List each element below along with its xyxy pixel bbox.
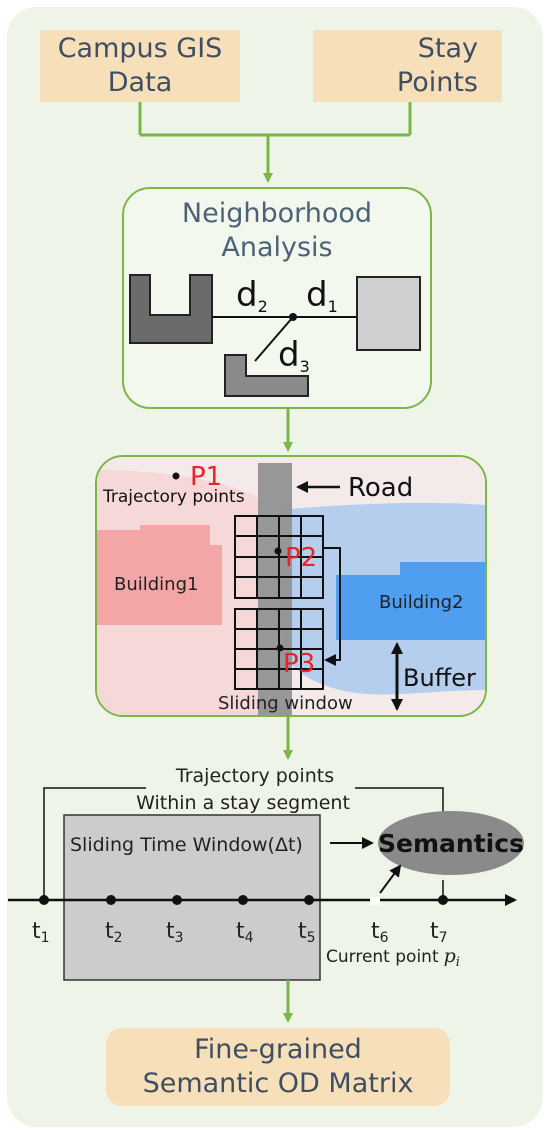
l-shaped-building (224, 354, 309, 397)
time-points (39, 895, 448, 905)
road-label: Road (348, 473, 413, 503)
campus-gis-line2: Data (107, 67, 173, 98)
output-od-matrix-box: Fine-grained Semantic OD Matrix (106, 1028, 450, 1106)
semantics-label: Semantics (378, 829, 524, 858)
d1-label: d1 (306, 275, 338, 316)
neighborhood-title-line1: Neighborhood (181, 198, 373, 229)
sliding-time-window-box (63, 814, 321, 981)
d2-label: d2 (236, 275, 268, 316)
tick-t3: t3 (166, 919, 184, 946)
p3-label: P3 (283, 649, 315, 679)
p2-label: P2 (285, 543, 317, 573)
sliding-window-grid-upper (234, 515, 324, 599)
neighborhood-title-line2: Analysis (221, 232, 333, 263)
campus-gis-line1: Campus GIS (57, 33, 223, 64)
tick-t7: t7 (430, 919, 448, 946)
map-illustration (97, 457, 485, 715)
building2-label: Building2 (379, 592, 463, 613)
trajectory-points-label: Trajectory points (102, 487, 245, 507)
current-point-arrow (379, 864, 402, 894)
d3-label: d3 (278, 335, 310, 376)
p2-point (274, 547, 282, 555)
p1-label: P1 (190, 462, 222, 492)
sliding-time-window-label: Sliding Time Window(Δt) (70, 834, 303, 856)
traj-within-line2: Within a stay segment (136, 792, 350, 814)
building2-shape (336, 562, 485, 640)
sliding-window-label: Sliding window (218, 693, 353, 714)
building1-label: Building1 (114, 574, 198, 595)
building1-shape (97, 525, 222, 625)
window-move-arrow (323, 547, 341, 666)
campus-gis-data-box: Campus GIS Data (40, 30, 240, 102)
stay-points-line2: Points (396, 67, 478, 98)
stay-points-line1: Stay (417, 33, 478, 64)
square-building (356, 276, 421, 351)
buffer-label: Buffer (403, 664, 476, 692)
traj-within-line1: Trajectory points (175, 765, 334, 787)
tick-t2: t2 (105, 919, 123, 946)
output-line1: Fine-grained (194, 1034, 362, 1065)
p1-point (172, 472, 180, 480)
tick-t5: t5 (298, 919, 316, 946)
semantics-ellipse (378, 811, 524, 875)
tick-labels: t1 t2 t3 t4 t5 t6 t7 (32, 919, 448, 946)
output-line2: Semantic OD Matrix (142, 1068, 414, 1099)
tick-t6: t6 (371, 919, 389, 946)
p3-point (276, 644, 284, 652)
tick-t1: t1 (32, 919, 50, 946)
stay-points-box: Stay Points (313, 30, 502, 102)
tick-t4: t4 (236, 919, 254, 946)
u-shaped-building (129, 274, 213, 344)
neighborhood-illustration: d2 d1 d3 (129, 274, 421, 397)
input-connector (138, 102, 412, 183)
